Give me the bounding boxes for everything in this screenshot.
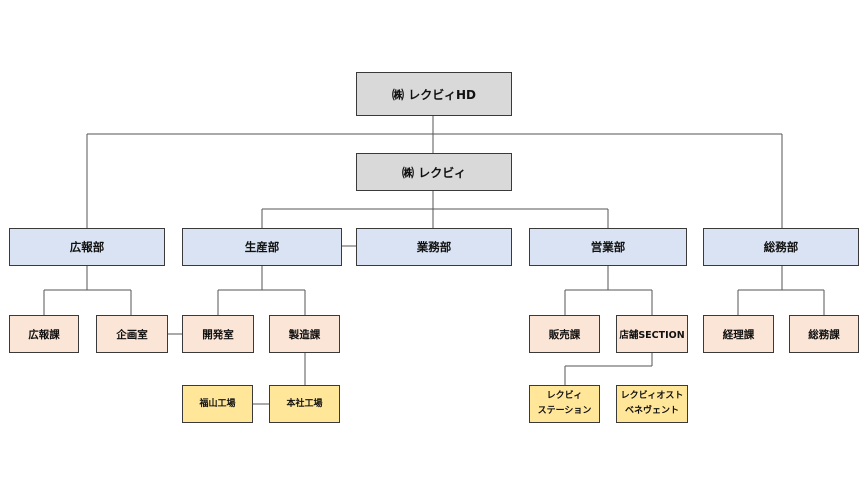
node-site-fukuyama-factory: 福山工場 [182, 385, 253, 423]
node-section-development: 開発室 [182, 315, 254, 353]
node-site-main-factory: 本社工場 [269, 385, 340, 423]
node-section-accounting: 経理課 [703, 315, 774, 353]
node-site-station: レクビィ ステーション [529, 385, 600, 423]
node-department-pr: 広報部 [9, 228, 165, 266]
node-section-pr: 広報課 [9, 315, 79, 353]
node-site-benevento: レクビィオスト ベネヴェント [616, 385, 688, 423]
node-company: ㈱ レクビィ [356, 153, 512, 191]
node-section-planning: 企画室 [96, 315, 168, 353]
node-section-manufacturing: 製造課 [269, 315, 340, 353]
node-department-production: 生産部 [182, 228, 342, 266]
node-section-sales: 販売課 [529, 315, 600, 353]
node-section-general-affairs: 総務課 [789, 315, 859, 353]
node-section-store: 店舗SECTION [616, 315, 688, 353]
node-hd: ㈱ レクビィHD [356, 72, 512, 116]
node-department-general-affairs: 総務部 [703, 228, 859, 266]
node-department-operations: 業務部 [356, 228, 512, 266]
node-department-sales: 営業部 [529, 228, 687, 266]
